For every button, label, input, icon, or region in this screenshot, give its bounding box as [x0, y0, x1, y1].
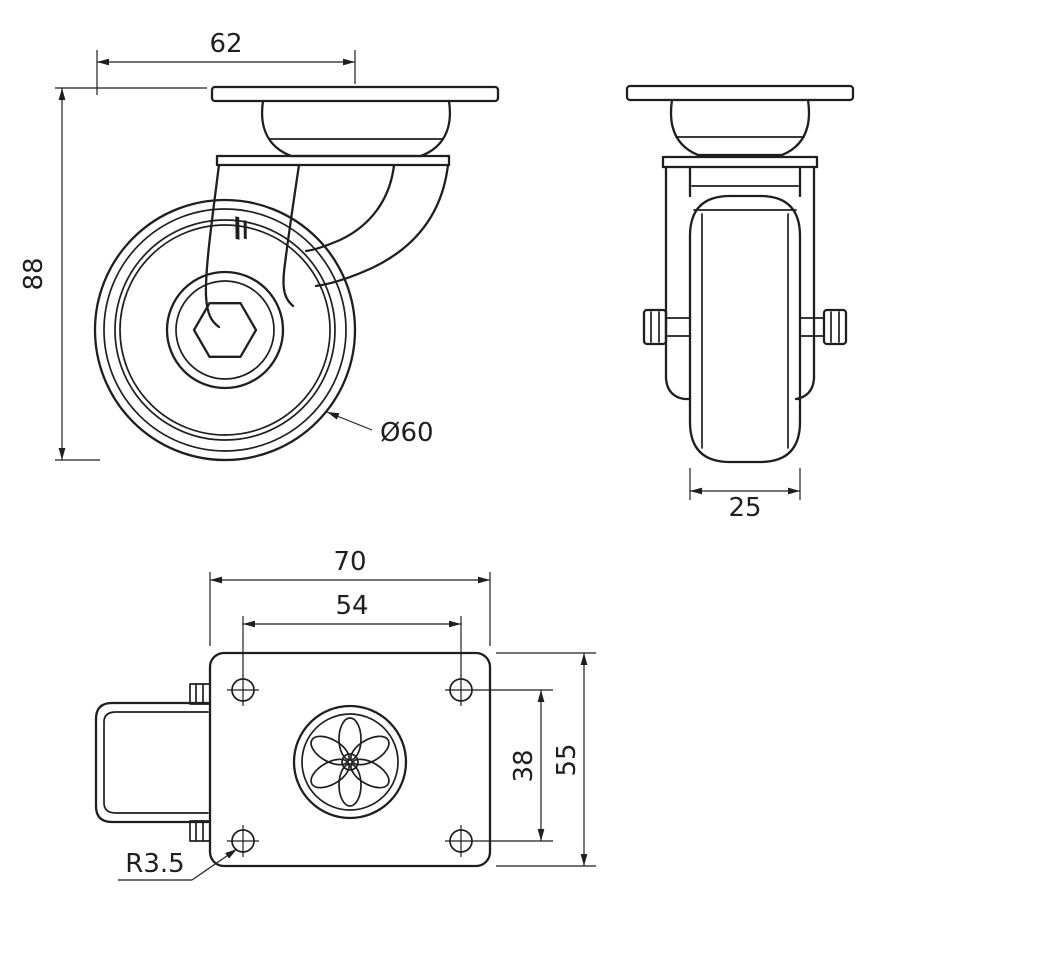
dim-label-70: 70	[333, 547, 366, 577]
dim-label-54: 54	[335, 591, 368, 621]
front-view-swivel-dome	[669, 98, 811, 157]
plan-view-wheel	[94, 683, 211, 842]
side-view-wheel	[93, 198, 357, 462]
plan-view-swivel-bearing	[292, 704, 408, 820]
dim-label-25: 25	[728, 493, 761, 523]
front-view-fork	[661, 155, 819, 401]
dim-label-38: 38	[509, 749, 539, 782]
dim-plate-depth: 55	[496, 652, 596, 867]
side-view-top-plate	[210, 85, 500, 103]
axle-hex-nut	[192, 302, 258, 358]
front-view-axle-bolts	[642, 308, 848, 346]
front-view-top-plate	[625, 84, 855, 102]
dim-side-height: 88	[19, 87, 207, 461]
front-view: 25	[625, 84, 855, 523]
bolt-hole-top-left	[227, 674, 259, 706]
dim-wheel-width: 25	[689, 468, 801, 523]
dim-plate-width: 70	[209, 547, 491, 646]
bolt-hole-bottom-left	[227, 825, 259, 857]
dim-label-r35: R3.5	[125, 849, 184, 879]
dim-side-width: 62	[96, 29, 356, 95]
plan-view-plate	[208, 651, 492, 868]
brand-mark-icon	[235, 216, 247, 240]
side-view-swivel-dome	[260, 99, 452, 158]
dim-hole-spacing-x: 54	[242, 591, 462, 676]
plan-view: 70 54 38 55 R3.5	[94, 547, 596, 881]
side-view-fork	[204, 154, 451, 329]
front-view-wheel	[688, 194, 802, 464]
dim-hole-spacing-y: 38	[476, 689, 553, 842]
side-view: 62 88 Ø60	[19, 29, 500, 462]
dim-label-88: 88	[19, 257, 49, 290]
dim-corner-radius: R3.5	[118, 848, 238, 881]
bolt-hole-bottom-right	[445, 825, 477, 857]
dim-wheel-diameter: Ø60	[326, 411, 434, 448]
bolt-hole-top-right	[445, 674, 477, 706]
dim-label-55: 55	[552, 743, 582, 776]
dim-label-62: 62	[209, 29, 242, 59]
dim-label-d60: Ø60	[380, 418, 434, 448]
